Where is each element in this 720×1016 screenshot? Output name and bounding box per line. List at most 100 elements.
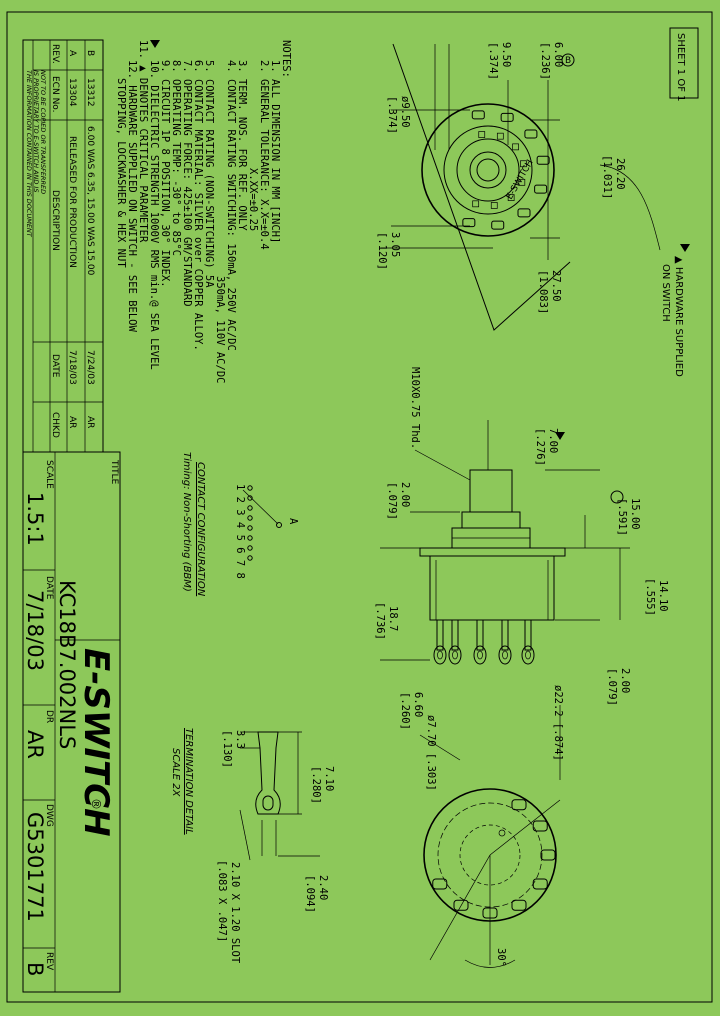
- dim-6-60-in: [.260]: [399, 692, 411, 730]
- terminal-slot: [452, 650, 458, 660]
- front-lug: [524, 129, 538, 139]
- rev-row-ecn: 13304: [67, 78, 77, 107]
- terminal-pin: [524, 619, 532, 651]
- front-housing: [421, 103, 555, 237]
- switch-body: [429, 555, 555, 621]
- front-lug: [500, 112, 514, 122]
- bottom-view: ø22.2 [.874] ø7.70 [.303] 6.60 [.260] 30…: [399, 685, 564, 968]
- bottom-lug: [432, 878, 448, 890]
- proprietary-line-2: IS PROPRIETARY TO E-SWITCH AND IS: [32, 70, 40, 192]
- terminal-eyelet: [498, 645, 512, 665]
- note-line: 4. CONTACT RATING SWITCHING: 150mA, 250V…: [225, 60, 237, 351]
- drawing-border: [6, 11, 713, 1003]
- front-contact: [490, 202, 498, 209]
- note-line: 12. HARDWARE SUPPLIED ON SWITCH - SEE BE…: [126, 60, 138, 333]
- date-label: DATE: [44, 576, 54, 600]
- notes-heading: NOTES:: [280, 40, 292, 78]
- terminal-slot: [437, 650, 443, 660]
- note-line: 5. CONTACT RATING (NON-SWITCHING) 5A: [203, 60, 215, 288]
- rev-value: B: [23, 962, 47, 976]
- center-mark: [498, 829, 506, 837]
- note-line: 11. ▲ DENOTES CRITICAL PARAMETER: [137, 40, 149, 243]
- revision-table: REV. ECN No. DESCRIPTION DATE CHKD A 133…: [22, 39, 104, 453]
- dim-term-2-00: 2.00: [619, 668, 631, 693]
- front-view: E-SWITCH B ▲ HARDWARE SUPPLIED ON SWITCH…: [376, 42, 684, 377]
- hardware-note-1: ▲ HARDWARE SUPPLIED: [673, 256, 684, 377]
- critical-marker: [680, 244, 690, 252]
- rev-header-description: DESCRIPTION: [50, 190, 60, 251]
- front-lug: [471, 110, 485, 120]
- front-lug: [534, 184, 548, 194]
- terminal-eyelet: [521, 645, 535, 665]
- terminal-pin: [451, 619, 459, 651]
- terminal-pin: [501, 619, 509, 651]
- terminal-pin: [436, 619, 444, 651]
- title-label: TITLE: [109, 459, 119, 485]
- front-contact: [512, 143, 519, 151]
- dim-outer-diameter: ø22.2 [.874]: [552, 685, 564, 761]
- contact-timing: Timing: Non-Shorting (BBM): [181, 452, 192, 592]
- thread-label: M10X0.75 Thd.: [409, 367, 421, 449]
- contact-dot: [247, 505, 253, 511]
- termination-title: TERMINATION DETAIL: [183, 728, 194, 835]
- bottom-lug: [532, 820, 548, 832]
- contact-dot: [247, 555, 253, 561]
- front-lug: [462, 218, 476, 228]
- rev-row-ecn: 13312: [85, 78, 95, 107]
- proprietary-line-3: NOT TO BE COPIED OR TRANSFERRED: [39, 70, 47, 194]
- dim-6-00-in: [.236]: [539, 42, 551, 80]
- contact-dot-group: [247, 485, 253, 561]
- terminal-slot: [525, 650, 531, 660]
- registered-mark: ®: [89, 798, 103, 810]
- bottom-lug: [511, 899, 527, 911]
- terminal-pin: [476, 619, 484, 651]
- bottom-lug: [540, 849, 556, 861]
- dim-3-05-in: [.120]: [376, 232, 388, 270]
- dr-value: AR: [23, 730, 47, 759]
- revision-symbol: [561, 53, 575, 67]
- dim-7-00: 7.00: [547, 428, 559, 453]
- contact-dot: [247, 545, 253, 551]
- note-line: 3. TERM. NOS. FOR REF. ONLY: [236, 60, 248, 231]
- rev-row-rev: A: [67, 50, 77, 57]
- contact-dot: [247, 495, 253, 501]
- dim-18-7: 18.7: [387, 606, 399, 631]
- rev-header-rev: REV.: [50, 44, 60, 64]
- termination-detail: TERMINATION DETAIL SCALE 2X 3.3 [.130] 7…: [170, 728, 335, 964]
- rev-label: REV: [44, 952, 54, 971]
- term-dim-3-3: 3.3: [234, 730, 246, 749]
- rev-row-chkd: AR: [67, 416, 77, 428]
- terminal-group: [433, 619, 535, 665]
- bottom-lug: [532, 878, 548, 890]
- bottom-lug: [453, 899, 469, 911]
- dim-27-50: 27.50: [550, 270, 562, 302]
- dim-18-7-in: [.736]: [374, 602, 386, 640]
- dim-15-00: 15.00: [629, 498, 641, 530]
- dim-7-00-in: [.276]: [534, 428, 546, 466]
- term-dim-3-3-in: [.130]: [221, 730, 233, 768]
- terminal-eyelet: [448, 645, 462, 665]
- note-line: 10. DIELECTRIC STRENGTH 1000V RMS min.@ …: [148, 60, 160, 370]
- contact-pole: A: [287, 518, 299, 525]
- front-lug-group: [462, 110, 550, 230]
- dwg-label: DWG: [44, 804, 54, 827]
- dim-pcd: ø7.70 [.303]: [425, 715, 437, 791]
- termination-scale: SCALE 2X: [170, 748, 181, 798]
- bottom-lug: [511, 799, 527, 811]
- term-dim-2-40-in: [.094]: [304, 875, 316, 913]
- dim-14-10: 14.10: [657, 580, 669, 612]
- note-line: 1. ALL DIMENSION IN MM [INCH]: [269, 60, 281, 243]
- shaft: [469, 469, 513, 513]
- rev-row-description: 6.00 WAS 6.35, 15.00 WAS 15.00: [85, 126, 95, 276]
- term-dim-7-10-in: [.280]: [310, 766, 322, 804]
- dim-term-2-00-in: [.079]: [606, 668, 618, 706]
- terminal-eyelet: [473, 645, 487, 665]
- note-line: 2. GENERAL TOLERANCE: X.X=±0.4: [258, 60, 270, 250]
- dim-2-00-in: [.079]: [386, 482, 398, 520]
- dwg-value: G5301771: [23, 812, 47, 922]
- rev-header-ecn: ECN No.: [50, 76, 60, 113]
- e-switch-logo: E-SWITCH: [76, 648, 116, 837]
- sheet-box: [669, 27, 699, 99]
